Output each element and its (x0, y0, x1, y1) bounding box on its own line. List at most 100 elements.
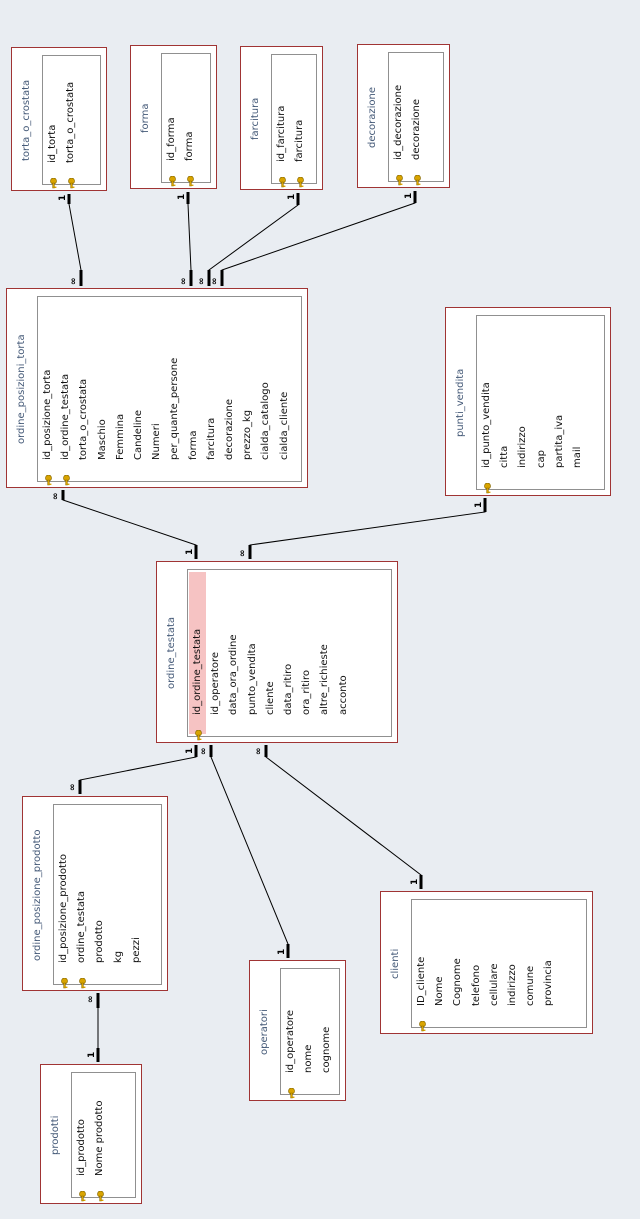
field-candeline[interactable]: Candeline (133, 410, 144, 460)
field-maschio[interactable]: Maschio (96, 419, 108, 460)
primary-key-icon (72, 1190, 91, 1202)
field-cialda-catalogo[interactable]: cialda_catalogo (260, 382, 272, 460)
cardinality-many: ∞ (69, 278, 79, 286)
field-cialda-cliente[interactable]: cialda_cliente (278, 391, 290, 460)
field-cap[interactable]: cap (535, 450, 547, 468)
field-forma[interactable]: forma (184, 131, 196, 161)
field-id-forma[interactable]: id_forma (166, 117, 177, 161)
primary-key-icon (188, 729, 207, 741)
table-ordine-posizione-prodotto[interactable]: ordine_posizione_prodotto id_posizione_pr… (22, 796, 168, 991)
field-data-ritiro[interactable]: data_ritiro (283, 663, 294, 715)
field-femmina[interactable]: Femmina (114, 413, 126, 460)
field-decorazione[interactable]: decorazione (224, 399, 235, 460)
field-cognome[interactable]: Cognome (452, 958, 464, 1006)
table-title: farcitura (250, 97, 261, 140)
primary-key-icon (290, 176, 309, 188)
field-id-prodotto[interactable]: id_prodotto (76, 1119, 87, 1176)
field-forma[interactable]: forma (187, 430, 199, 460)
field-farcitura[interactable]: farcitura (205, 417, 217, 460)
field-id-farcitura[interactable]: id_farcitura (276, 105, 287, 162)
field-cognome[interactable]: cognome (321, 1026, 333, 1073)
field-list: id_torta torta_o_crostata (42, 55, 101, 189)
field-telefono[interactable]: telefono (470, 964, 482, 1006)
table-farcitura[interactable]: farcitura id_farcitura farcitura (240, 46, 323, 190)
table-title: ordine_posizione_prodotto (32, 829, 43, 961)
field-id-cliente[interactable]: ID_cliente (416, 956, 427, 1006)
field-id-torta[interactable]: id_torta (47, 124, 58, 163)
relationship-ordine-testata-to-ordine-posizione-prodotto[interactable] (79, 745, 197, 794)
relationship-ordine-testata-to-ordine-posizioni-torta[interactable] (62, 490, 197, 559)
field-cliente[interactable]: cliente (264, 681, 276, 715)
table-title: decorazione (367, 87, 378, 148)
field-provincia[interactable]: provincia (543, 960, 555, 1006)
field-id-decorazione[interactable]: id_decorazione (393, 84, 404, 160)
cardinality-many: ∞ (199, 748, 209, 756)
relationship-torta-o-crostata-to-ordine-posizioni-torta[interactable] (68, 194, 82, 286)
field-id-operatore[interactable]: id_operatore (285, 1009, 296, 1073)
field-pezzi[interactable]: pezzi (130, 937, 142, 963)
field-cellulare[interactable]: cellulare (488, 963, 500, 1007)
field-altre-richieste[interactable]: altre_richieste (319, 644, 331, 715)
field-nome[interactable]: nome (303, 1044, 315, 1073)
table-title: operatori (259, 1009, 270, 1055)
field-per-quante-persone[interactable]: per_quante_persone (169, 357, 181, 460)
field-ora-ritiro[interactable]: ora_ritiro (301, 670, 313, 715)
field-mail[interactable]: mail (572, 446, 583, 468)
field-ordine-testata[interactable]: ordine_testata (76, 890, 88, 963)
cardinality-many: ∞ (197, 278, 207, 286)
field-nome[interactable]: Nome (434, 976, 446, 1007)
field-torta-o-crostata[interactable]: torta_o_crostata (78, 378, 90, 460)
field-indirizzo[interactable]: indirizzo (517, 426, 529, 468)
field-list: id_prodotto Nome prodotto (71, 1072, 136, 1202)
primary-key-icon (477, 482, 496, 494)
relationship-decorazione-to-ordine-posizioni-torta[interactable] (221, 191, 416, 286)
field-decorazione[interactable]: decorazione (411, 99, 423, 160)
cardinality-many: ∞ (179, 278, 189, 286)
primary-key-icon (90, 1190, 109, 1202)
field-punto-vendita[interactable]: punto_vendita (246, 643, 258, 715)
field-prodotto[interactable]: prodotto (94, 920, 106, 963)
field-indirizzo[interactable]: indirizzo (507, 964, 518, 1006)
field-prezzo-kg[interactable]: prezzo_kg (242, 409, 254, 460)
field-partita-iva[interactable]: partita_iva (553, 414, 565, 468)
relationship-operatori-to-ordine-testata[interactable] (210, 745, 289, 958)
field-comune[interactable]: comune (525, 965, 537, 1006)
field-id-ordine-testata[interactable]: id_ordine_testata (192, 628, 203, 715)
primary-key-icon (272, 176, 291, 188)
primary-key-icon (180, 175, 199, 187)
cardinality-many: ∞ (86, 996, 96, 1004)
primary-key-icon (162, 175, 181, 187)
table-title: ordine_testata (166, 616, 177, 689)
primary-key-icon (72, 977, 91, 989)
field-id-posizione-prodotto[interactable]: id_posizione_prodotto (58, 854, 69, 963)
table-decorazione[interactable]: decorazione id_decorazione decorazione (357, 44, 450, 188)
cardinality-one: 1 (287, 194, 297, 200)
field-farcitura[interactable]: farcitura (294, 119, 306, 162)
field-acconto[interactable]: acconto (337, 675, 349, 715)
primary-key-icon (389, 174, 408, 186)
field-torta-o-crostata[interactable]: torta_o_crostata (65, 81, 77, 163)
field-kg[interactable]: kg (112, 950, 124, 963)
relationship-clienti-to-ordine-testata[interactable] (265, 745, 422, 889)
table-ordine-testata[interactable]: ordine_testata id_ordine_testata id_operat… (156, 561, 398, 743)
cardinality-one: 1 (404, 193, 414, 199)
field-data-ora-ordine[interactable]: data_ora_ordine (228, 634, 240, 715)
field-numeri[interactable]: Numeri (151, 423, 163, 460)
field-nome-prodotto[interactable]: Nome prodotto (94, 1100, 106, 1176)
field-id-posizione-torta[interactable]: id_posizione_torta (42, 369, 53, 460)
field-citta[interactable]: citta (499, 445, 511, 468)
field-id-ordine-testata[interactable]: id_ordine_testata (60, 373, 72, 460)
selected-field-highlight (189, 572, 206, 734)
field-id-operatore[interactable]: id_operatore (210, 651, 222, 715)
relationship-punti-vendita-to-ordine-testata[interactable] (249, 498, 486, 559)
field-id-punto-vendita[interactable]: id_punto_vendita (481, 382, 492, 468)
primary-key-icon (56, 474, 75, 486)
